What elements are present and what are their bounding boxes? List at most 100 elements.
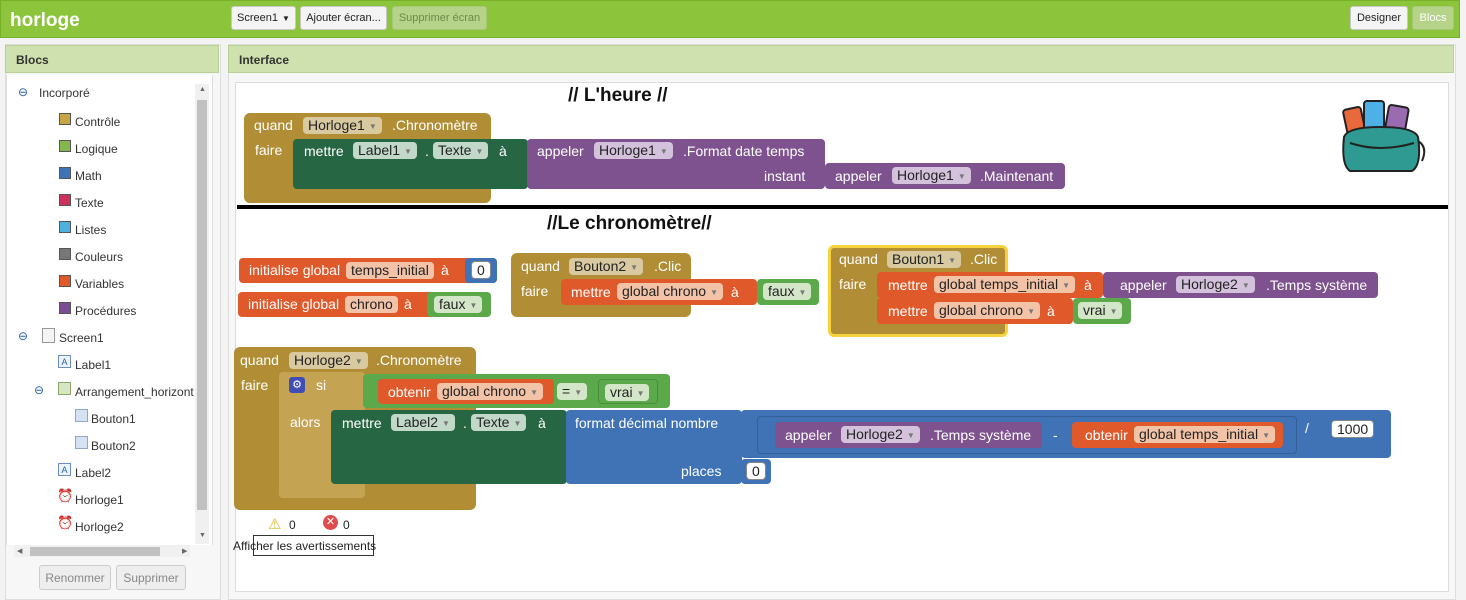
event-name: .Clic	[654, 258, 682, 274]
collapse-icon[interactable]: ⊖	[18, 85, 29, 99]
number-value[interactable]: 0	[471, 261, 491, 279]
method-name: .Temps système	[1266, 277, 1368, 293]
operator-dropdown[interactable]: =▼	[557, 383, 588, 400]
tree-item-bouton1[interactable]: Bouton1	[91, 412, 136, 426]
to-keyword: à	[499, 143, 507, 159]
format-decimal-block[interactable]	[566, 410, 742, 484]
variable-dropdown[interactable]: global temps_initial▼	[1134, 426, 1275, 443]
variable-dropdown[interactable]: global chrono▼	[437, 383, 543, 400]
variable-value: global chrono	[442, 383, 527, 399]
tree-item-label1[interactable]: Label1	[75, 358, 112, 372]
text-color-icon	[59, 194, 71, 206]
number-value[interactable]: 0	[746, 462, 766, 480]
to-keyword: à	[731, 284, 739, 300]
comment-heure: // L'heure //	[568, 85, 668, 106]
tree-item-screen[interactable]: Screen1	[59, 331, 104, 345]
designer-button[interactable]: Designer	[1350, 6, 1408, 30]
component-value: Bouton1	[892, 251, 945, 267]
tree-item-bouton2[interactable]: Bouton2	[91, 439, 136, 453]
collapse-icon[interactable]: ⊖	[18, 329, 29, 343]
component-dropdown[interactable]: Horloge2▼	[841, 426, 920, 443]
tree-item-colors[interactable]: Couleurs	[75, 250, 124, 264]
event-name: .Clic	[970, 251, 998, 267]
rename-button[interactable]: Renommer	[39, 565, 111, 590]
component-dropdown[interactable]: Label2▼	[391, 414, 455, 431]
component-value: Bouton2	[574, 258, 627, 274]
variable-dropdown[interactable]: global chrono▼	[617, 283, 723, 300]
scroll-left-icon[interactable]: ◀	[17, 548, 23, 555]
tree-item-control[interactable]: Contrôle	[75, 115, 121, 129]
tree-item-horloge2[interactable]: Horloge2	[75, 520, 124, 534]
scroll-up-icon[interactable]: ▲	[199, 86, 206, 93]
screen-select[interactable]: Screen1▼	[231, 6, 296, 30]
variable-name[interactable]: temps_initial	[346, 262, 434, 279]
init-global-chrono[interactable]	[238, 292, 438, 317]
init-keyword: initialise global	[248, 296, 340, 312]
component-dropdown[interactable]: Label1▼	[353, 142, 417, 159]
set-keyword: mettre	[571, 284, 611, 300]
chevron-down-icon: ▼	[798, 287, 807, 297]
method-name: .Maintenant	[980, 168, 1054, 184]
component-dropdown[interactable]: Horloge1▼	[594, 142, 673, 159]
if-keyword: si	[316, 377, 327, 393]
backpack-icon[interactable]	[1336, 95, 1428, 177]
component-dropdown[interactable]: Bouton1▼	[887, 251, 962, 268]
tree-item-builtin[interactable]: Incorporé	[39, 86, 90, 100]
call-format-date-time[interactable]	[527, 139, 825, 189]
component-dropdown[interactable]: Bouton2▼	[569, 258, 644, 275]
chevron-down-icon: ▼	[404, 146, 412, 156]
delete-button[interactable]: Supprimer	[116, 565, 186, 590]
remove-screen-button[interactable]: Supprimer écran	[392, 6, 487, 30]
blocks-button[interactable]: Blocs	[1412, 6, 1454, 30]
chevron-down-icon: ▼	[442, 418, 450, 428]
method-name: .Temps système	[930, 427, 1032, 443]
variable-name[interactable]: chrono	[345, 296, 398, 313]
boolean-dropdown[interactable]: faux▼	[434, 296, 483, 313]
chevron-down-icon: ▼	[906, 430, 915, 440]
component-dropdown[interactable]: Horloge2▼	[289, 352, 368, 369]
property-value: Texte	[476, 414, 510, 430]
tree-item-arrangement[interactable]: Arrangement_horizont	[75, 385, 194, 399]
tree-item-label2[interactable]: Label2	[75, 466, 112, 480]
button-icon	[75, 409, 88, 422]
tree-item-text[interactable]: Texte	[75, 196, 104, 210]
tree-vertical-scroll-thumb[interactable]	[197, 100, 207, 510]
button-icon	[75, 436, 88, 449]
component-dropdown[interactable]: Horloge1▼	[303, 117, 382, 134]
number-value[interactable]: 1000	[1331, 420, 1375, 438]
interface-panel-title: Interface	[228, 45, 1454, 73]
variable-value: global temps_initial	[939, 276, 1059, 292]
show-warnings-label: Afficher les avertissements	[233, 539, 377, 553]
logic-color-icon	[59, 140, 71, 152]
chevron-down-icon: ▼	[368, 121, 377, 131]
property-dropdown[interactable]: Texte▼	[471, 414, 527, 431]
boolean-dropdown[interactable]: faux▼	[763, 283, 812, 300]
lists-color-icon	[59, 221, 71, 233]
variable-dropdown[interactable]: global temps_initial▼	[934, 276, 1075, 293]
tree-item-lists[interactable]: Listes	[75, 223, 107, 237]
tree-item-variables[interactable]: Variables	[75, 277, 125, 291]
tree-item-math[interactable]: Math	[75, 169, 102, 183]
boolean-value: vrai	[610, 384, 633, 400]
tree-item-horloge1[interactable]: Horloge1	[75, 493, 124, 507]
do-keyword: faire	[255, 142, 283, 158]
gear-icon[interactable]: ⚙	[289, 377, 305, 393]
blocks-panel-title: Blocs	[5, 45, 219, 73]
show-warnings-button[interactable]	[253, 535, 374, 556]
boolean-dropdown[interactable]: vrai▼	[1078, 302, 1123, 319]
call-keyword: appeler	[785, 427, 832, 443]
component-dropdown[interactable]: Horloge1▼	[892, 167, 971, 184]
scroll-down-icon[interactable]: ▼	[199, 532, 206, 539]
collapse-icon[interactable]: ⊖	[34, 383, 45, 397]
event-keyword: quand	[521, 258, 560, 274]
tree-horizontal-scroll-thumb[interactable]	[30, 547, 160, 556]
variable-dropdown[interactable]: global chrono▼	[934, 302, 1040, 319]
tree-item-logic[interactable]: Logique	[75, 142, 118, 156]
add-screen-button[interactable]: Ajouter écran...	[300, 6, 387, 30]
component-dropdown[interactable]: Horloge2▼	[1176, 276, 1255, 293]
property-dropdown[interactable]: Texte▼	[433, 142, 489, 159]
boolean-dropdown[interactable]: vrai▼	[605, 384, 650, 401]
tree-item-procedures[interactable]: Procédures	[75, 304, 137, 318]
chevron-down-icon: ▼	[636, 388, 645, 398]
scroll-right-icon[interactable]: ▶	[182, 548, 188, 555]
